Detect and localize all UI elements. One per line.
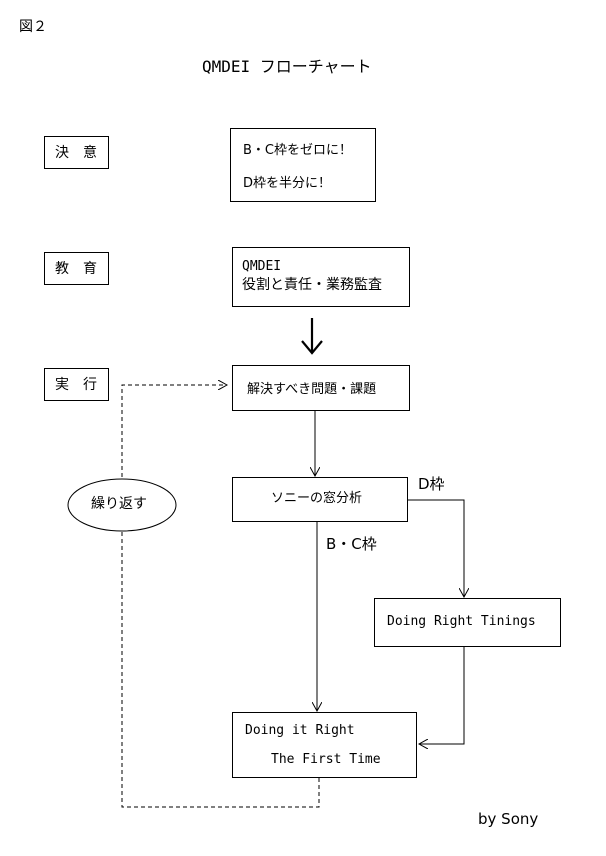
page-title: QMDEI フローチャート — [202, 57, 372, 76]
repeat-loop — [121, 385, 320, 808]
big-down-arrow — [301, 318, 323, 355]
figure-label: 図２ — [19, 19, 47, 35]
stage-execution-label: 実 行 — [55, 377, 97, 393]
stage-decision-label: 決 意 — [55, 145, 97, 161]
decision-box: B・C枠をゼロに！ D枠を半分に！ — [230, 128, 376, 202]
stage-education-label: 教 育 — [55, 261, 97, 277]
first-time-box: Doing it Right The First Time — [232, 712, 417, 778]
repeat-label: 繰り返す — [91, 496, 147, 512]
arrow-d-branch — [408, 499, 464, 597]
problem-label: 解決すべき問題・課題 — [247, 382, 377, 397]
doing-right-things-box: Doing Right Tinings — [374, 598, 561, 647]
problem-box: 解決すべき問題・課題 — [232, 365, 410, 411]
sony-window-label: ソニーの窓分析 — [271, 491, 363, 506]
education-box: QMDEI 役割と責任・業務監査 — [232, 247, 410, 307]
branch-label-d: D枠 — [418, 475, 445, 493]
decision-line-2: D枠を半分に！ — [243, 176, 332, 191]
repeat-ellipse — [67, 478, 177, 532]
arrow-things-to-first-time — [419, 647, 465, 744]
education-line-1: QMDEI — [242, 259, 282, 274]
first-time-line-1: Doing it Right — [245, 723, 355, 738]
stage-decision: 決 意 — [44, 136, 109, 169]
credit: by Sony — [478, 810, 539, 828]
decision-line-1: B・C枠をゼロに！ — [243, 143, 352, 158]
education-line-2: 役割と責任・業務監査 — [242, 277, 382, 293]
sony-window-box: ソニーの窓分析 — [232, 477, 408, 522]
doing-right-things-label: Doing Right Tinings — [387, 614, 536, 629]
first-time-line-2: The First Time — [271, 752, 381, 767]
stage-education: 教 育 — [44, 252, 109, 285]
branch-label-bc: B・C枠 — [326, 535, 377, 553]
stage-execution: 実 行 — [44, 368, 109, 401]
